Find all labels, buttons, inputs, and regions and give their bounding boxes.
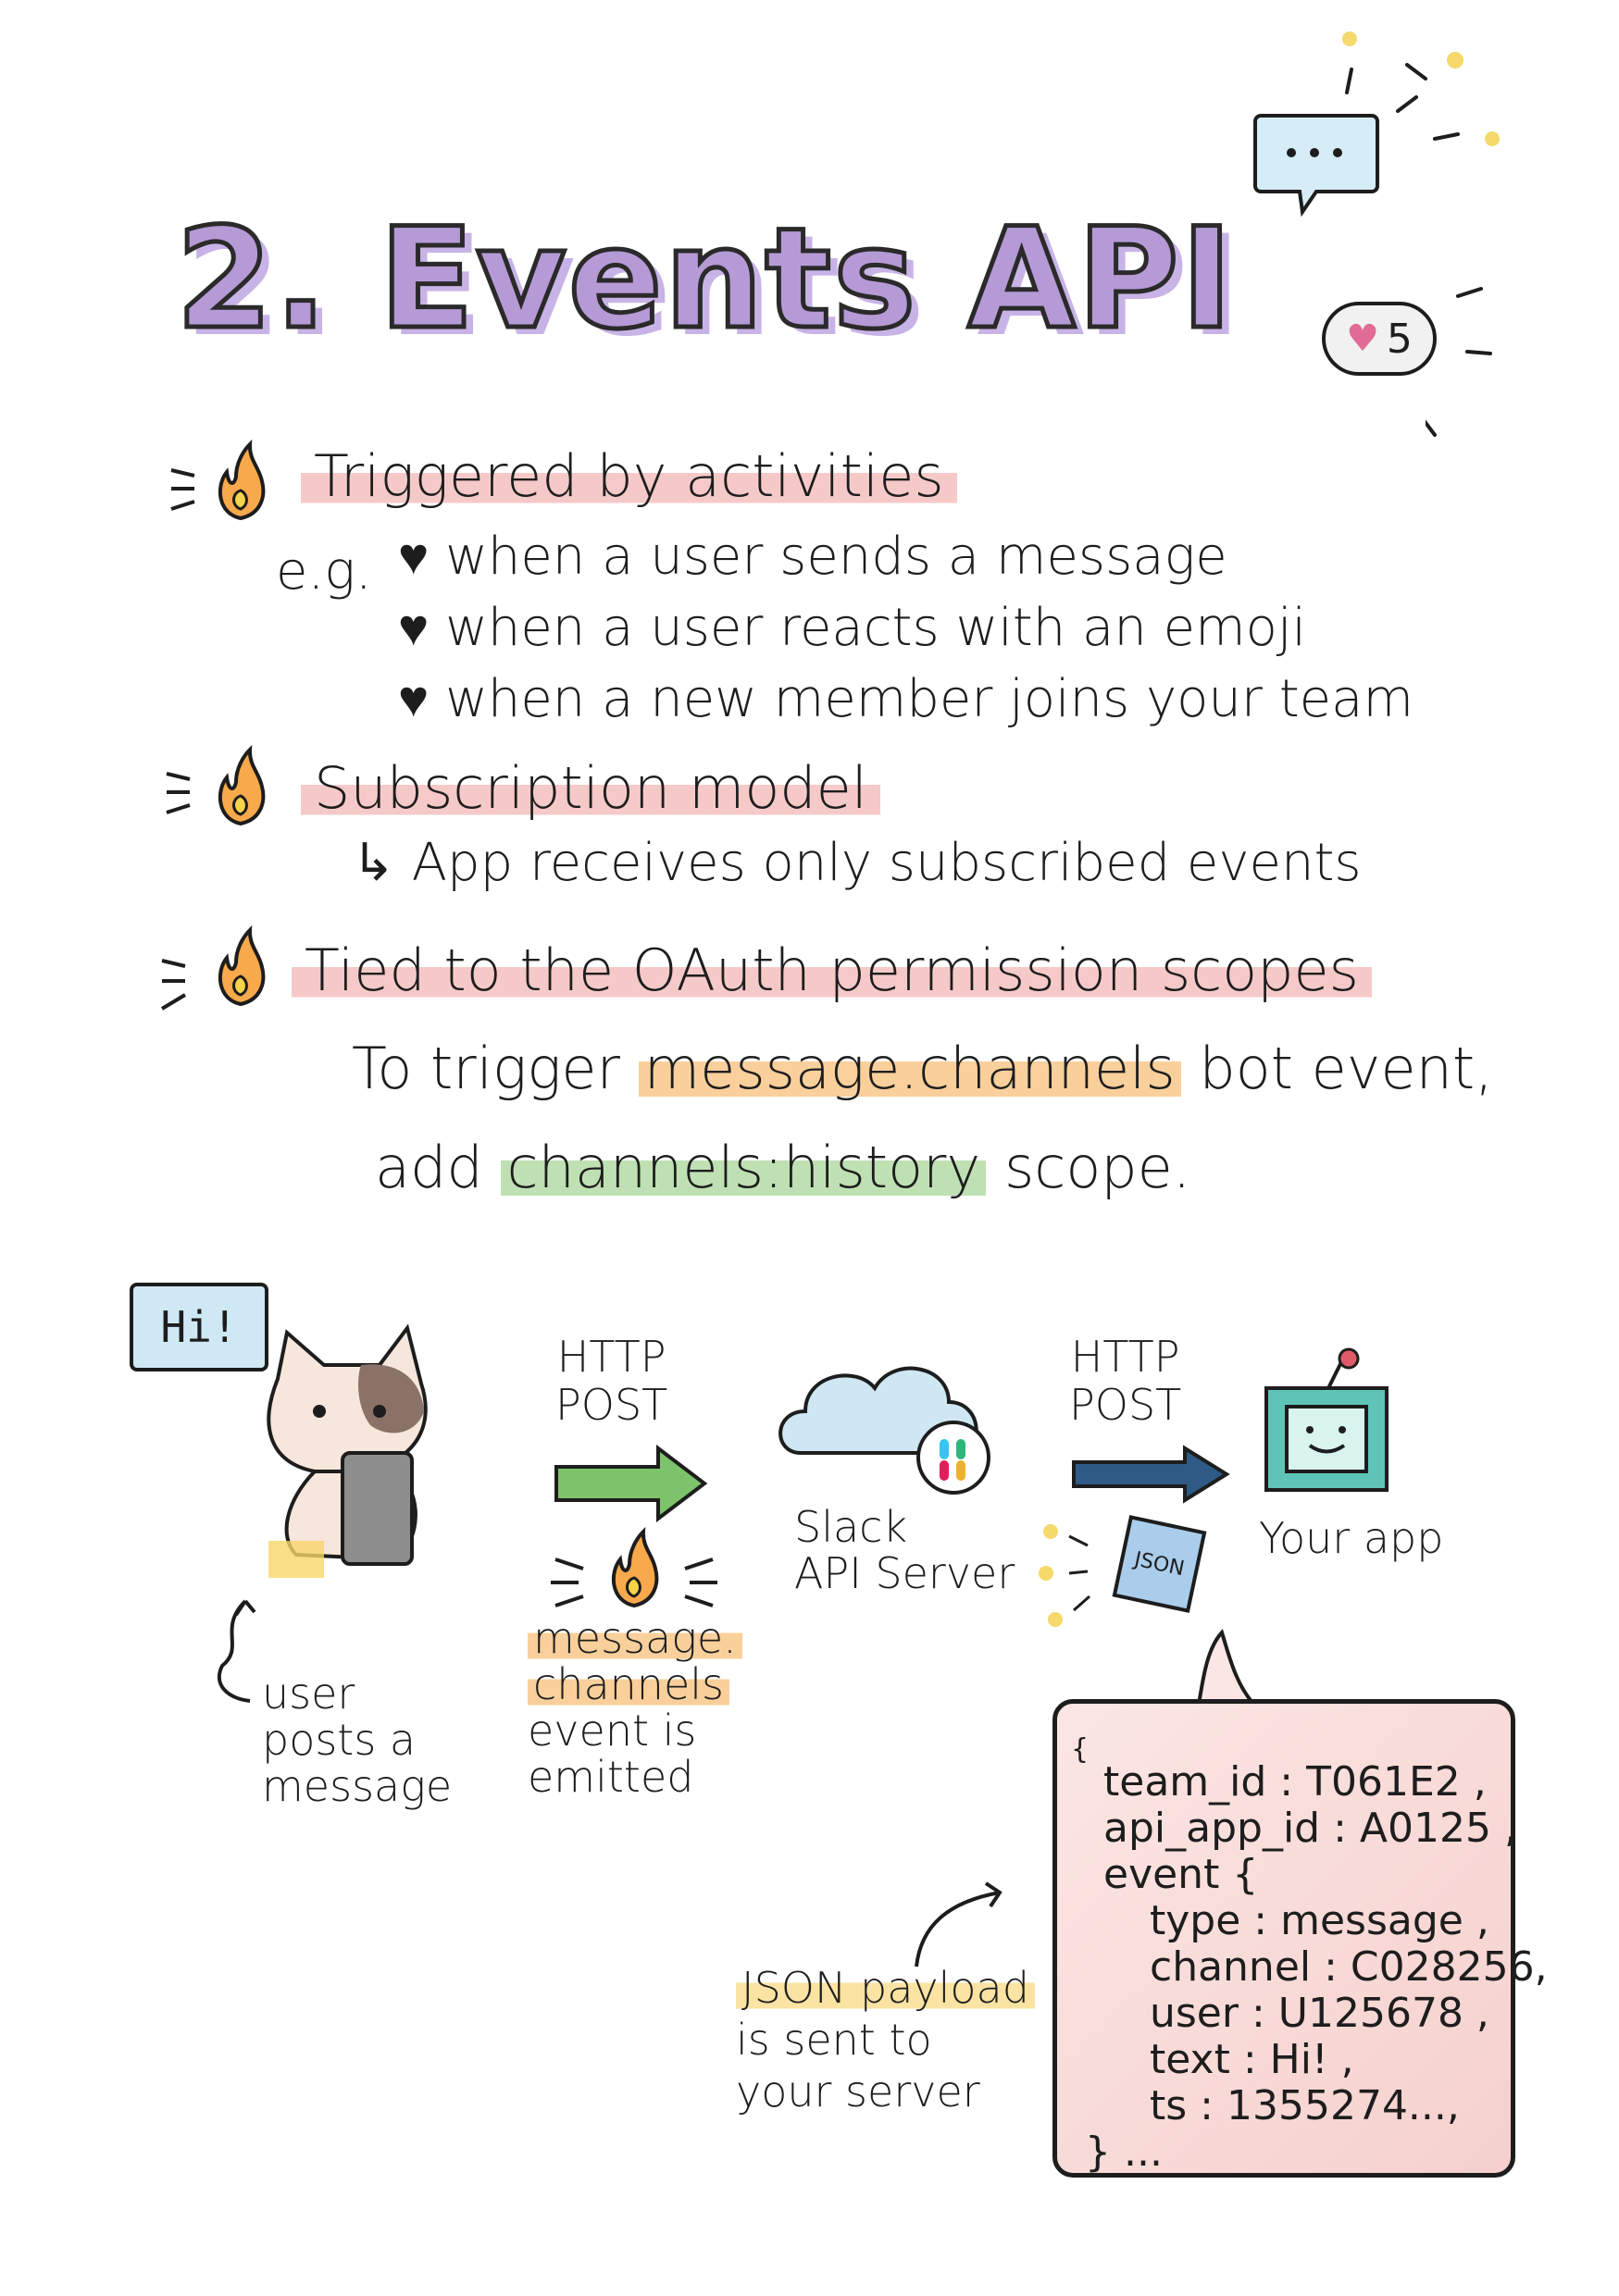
- heart-icon: ♥: [1346, 317, 1379, 360]
- json-payload-box: { team_id : T061E2 , api_app_id : A0125 …: [1052, 1699, 1548, 2178]
- json-line: event {: [1103, 1851, 1259, 1898]
- label-line: POST: [1069, 1380, 1182, 1430]
- json-close-brace: } ...: [1085, 2128, 1163, 2176]
- heart-bullet-icon: ♥: [398, 598, 446, 658]
- json-line: user : U125678 ,: [1150, 1990, 1489, 2037]
- json-line: api_app_id : A0125 ,: [1103, 1805, 1517, 1852]
- subscription-text: App receives only subscribed events: [411, 833, 1362, 893]
- sparkle-dots-icon: [1039, 1524, 1090, 1627]
- flame-icon: [218, 748, 266, 825]
- payload-caption: JSON payload is sent to your server: [736, 1962, 1035, 2117]
- motion-lines-icon: [160, 959, 187, 1011]
- flame-icon: [218, 442, 266, 520]
- json-line: ts : 1355274...,: [1150, 2082, 1460, 2129]
- cloud-slack-icon: [778, 1366, 990, 1495]
- caption-line: event is: [528, 1706, 697, 1756]
- curved-arrow-icon: [217, 1599, 256, 1703]
- blue-arrow-icon: [1072, 1445, 1230, 1504]
- oauth-line-1: To trigger message.channels bot event,: [352, 1035, 1493, 1102]
- bullet-oauth-heading: Tied to the OAuth permission scopes: [292, 937, 1372, 1004]
- caption-line: user: [262, 1669, 355, 1719]
- example-text: when a user reacts with an emoji: [445, 598, 1307, 658]
- http-post-label: HTTP POST: [1069, 1333, 1181, 1429]
- http-post-label: HTTP POST: [555, 1333, 667, 1429]
- text: add: [375, 1134, 483, 1201]
- caption-highlight: message.: [528, 1613, 742, 1663]
- event-name-highlight: message.channels: [638, 1035, 1181, 1102]
- heart-bullet-icon: ♥: [398, 669, 446, 729]
- caption-line: is sent to: [736, 2015, 932, 2065]
- caption-line: emitted: [528, 1752, 694, 1802]
- heart-bullet-icon: ♥: [398, 527, 446, 587]
- bullet-subscription-heading: Subscription model: [301, 754, 880, 822]
- motion-lines-icon: [166, 772, 191, 814]
- cat-user-icon: [267, 1323, 428, 1578]
- caption-highlight: channels: [528, 1659, 729, 1709]
- flame-icon: [218, 928, 266, 1006]
- example-text: when a new member joins your team: [445, 669, 1414, 729]
- example-item: ♥ when a new member joins your team: [398, 668, 1414, 729]
- server-caption: Slack API Server: [794, 1504, 1015, 1596]
- json-line: text : Hi! ,: [1150, 2036, 1354, 2083]
- example-item: ♥ when a user reacts with an emoji: [398, 597, 1306, 658]
- reaction-badge[interactable]: ♥ 5: [1322, 302, 1437, 376]
- json-open-brace: {: [1071, 1733, 1090, 1766]
- green-arrow-icon: [554, 1444, 708, 1522]
- json-line: channel : C028256,: [1150, 1943, 1548, 1991]
- oauth-line-2: add channels:history scope.: [375, 1134, 1190, 1201]
- speech-tail: [1196, 1629, 1257, 1705]
- text: To trigger: [352, 1035, 621, 1102]
- example-text: when a user sends a message: [445, 527, 1227, 587]
- caption-line: API Server: [794, 1548, 1015, 1598]
- eg-label: e.g.: [276, 541, 372, 602]
- caption-line: Slack: [794, 1502, 908, 1552]
- label-line: HTTP: [556, 1332, 666, 1382]
- curved-arrow-icon: ↳: [352, 833, 412, 893]
- json-document-icon: JSON: [1112, 1515, 1207, 1613]
- robot-app-icon: [1264, 1347, 1389, 1492]
- event-caption: message. channels event is emitted: [528, 1613, 742, 1802]
- scope-highlight: channels:history: [501, 1134, 987, 1201]
- label-line: HTTP: [1070, 1332, 1180, 1382]
- caption-line: your server: [736, 2066, 980, 2116]
- json-line: team_id : T061E2 ,: [1103, 1758, 1487, 1806]
- text: scope.: [1003, 1134, 1191, 1201]
- example-item: ♥ when a user sends a message: [398, 526, 1227, 587]
- caption-line: message: [262, 1761, 453, 1811]
- user-caption: user posts a message: [262, 1670, 452, 1809]
- speech-bubble: Hi!: [130, 1283, 268, 1371]
- subscription-detail: ↳ App receives only subscribed events: [352, 833, 1362, 893]
- burst-lines-icon: [551, 1558, 717, 1607]
- page-title: 2. Events API: [173, 197, 1235, 363]
- chat-bubble-icon: [1253, 31, 1500, 217]
- caption-line: posts a: [262, 1715, 417, 1765]
- app-caption: Your app: [1259, 1513, 1444, 1563]
- curved-arrow-icon: [915, 1881, 1003, 1967]
- json-line: type : message ,: [1150, 1897, 1489, 1944]
- text: bot event,: [1199, 1035, 1493, 1102]
- bullet-triggered-heading: Triggered by activities: [301, 442, 957, 510]
- label-line: POST: [555, 1380, 668, 1430]
- caption-highlight: JSON payload: [736, 1963, 1035, 2013]
- reaction-count: 5: [1386, 315, 1413, 363]
- motion-lines-icon: [170, 468, 195, 511]
- sparkle-lines-icon: [1426, 287, 1492, 437]
